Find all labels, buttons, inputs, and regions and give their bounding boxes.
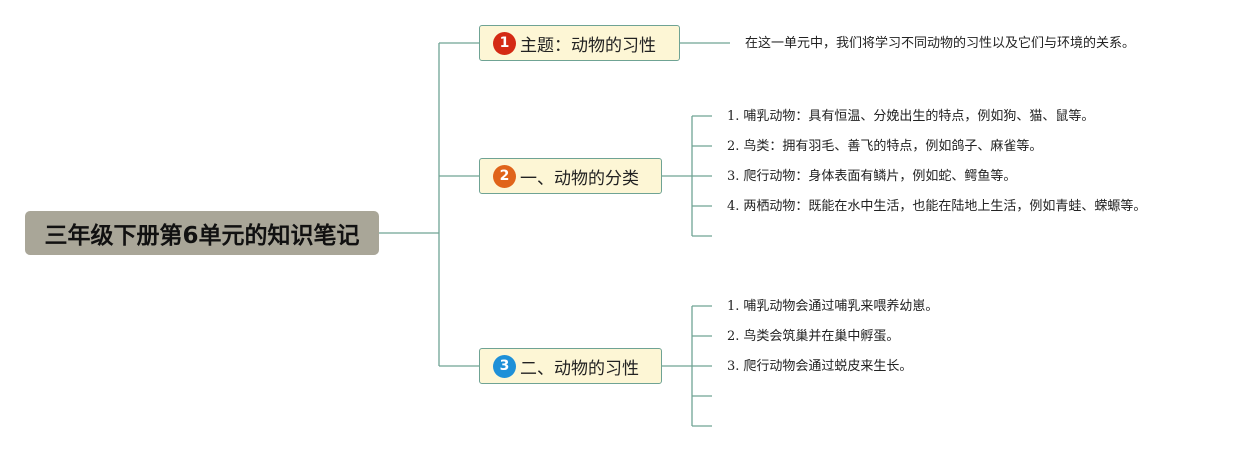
leaf-item: 3.爬行动物：身体表面有鳞片，例如蛇、鳄鱼等。	[727, 169, 1016, 185]
leaf-number: 1.	[727, 299, 740, 314]
leaf-item: 1.哺乳动物：具有恒温、分娩出生的特点，例如狗、猫、鼠等。	[727, 109, 1094, 125]
leaf-text: 爬行动物：身体表面有鳞片，例如蛇、鳄鱼等。	[743, 169, 1017, 184]
branch-label: 一、动物的分类	[520, 168, 639, 189]
leaf-number: 1.	[727, 109, 740, 124]
leaf-text: 鸟类：拥有羽毛、善飞的特点，例如鸽子、麻雀等。	[743, 139, 1043, 154]
branch-label: 主题：动物的习性	[520, 35, 656, 56]
leaf-text: 鸟类会筑巢并在巢中孵蛋。	[743, 329, 900, 344]
leaf-text: 爬行动物会通过蜕皮来生长。	[743, 359, 913, 374]
leaf-number: 3.	[727, 169, 740, 184]
leaf-item: 4.两栖动物：既能在水中生活，也能在陆地上生活，例如青蛙、蝾螈等。	[727, 199, 1146, 215]
number-badge-1: 1	[493, 31, 516, 55]
leaf-number: 2.	[727, 139, 740, 154]
leaf-item: 1.哺乳动物会通过哺乳来喂养幼崽。	[727, 299, 938, 315]
leaf-text: 两栖动物：既能在水中生活，也能在陆地上生活，例如青蛙、蝾螈等。	[743, 199, 1147, 214]
leaf-item: 2.鸟类会筑巢并在巢中孵蛋。	[727, 329, 899, 345]
branch-node-habits[interactable]: 3 二、动物的习性	[479, 348, 662, 384]
number-badge-3: 3	[493, 354, 516, 378]
leaf-text: 在这一单元中，我们将学习不同动物的习性以及它们与环境的关系。	[745, 36, 1136, 51]
leaf-text: 哺乳动物会通过哺乳来喂养幼崽。	[743, 299, 939, 314]
leaf-item: 在这一单元中，我们将学习不同动物的习性以及它们与环境的关系。	[745, 36, 1135, 52]
root-title: 三年级下册第6单元的知识笔记	[44, 223, 360, 249]
leaf-number: 2.	[727, 329, 740, 344]
leaf-number: 4.	[727, 199, 740, 214]
branch-label: 二、动物的习性	[520, 358, 639, 379]
leaf-item: 2.鸟类：拥有羽毛、善飞的特点，例如鸽子、麻雀等。	[727, 139, 1042, 155]
leaf-item: 3.爬行动物会通过蜕皮来生长。	[727, 359, 912, 375]
leaf-text: 哺乳动物：具有恒温、分娩出生的特点，例如狗、猫、鼠等。	[743, 109, 1095, 124]
root-node[interactable]: 三年级下册第6单元的知识笔记	[25, 211, 379, 255]
number-badge-2: 2	[493, 164, 516, 188]
leaf-number: 3.	[727, 359, 740, 374]
branch-node-theme[interactable]: 1 主题：动物的习性	[479, 25, 680, 61]
branch-node-classification[interactable]: 2 一、动物的分类	[479, 158, 662, 194]
